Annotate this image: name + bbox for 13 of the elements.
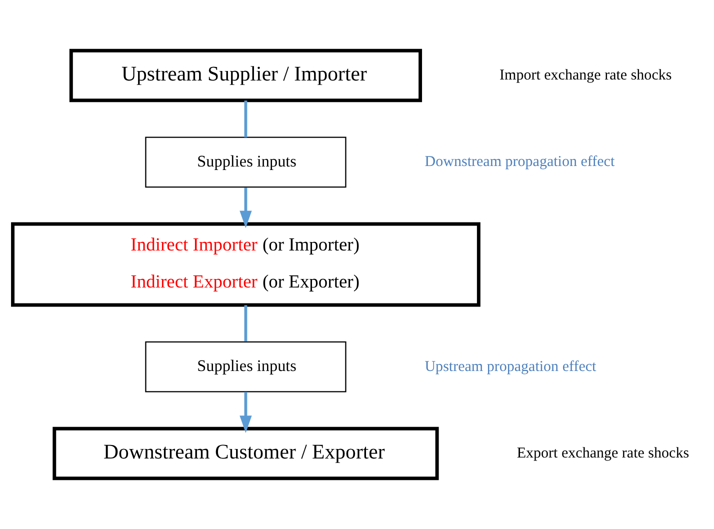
node-box: Supplies inputs xyxy=(145,341,346,392)
label: Export exchange rate shocks xyxy=(516,445,690,462)
label: Import exchange rate shocks xyxy=(500,67,672,84)
node-box: Upstream Supplier / Importer xyxy=(69,48,422,102)
label: Upstream propagation effect xyxy=(424,358,596,375)
arrow xyxy=(240,392,252,434)
node-box: Downstream Customer / Exporter xyxy=(52,426,439,480)
connector xyxy=(244,100,248,138)
label: Downstream propagation effect xyxy=(424,154,615,170)
arrow xyxy=(240,188,252,228)
node-box: Supplies inputs xyxy=(145,136,346,188)
connector xyxy=(244,305,248,342)
node-box: Indirect Importer (or Importer) Indirect Exporter (or Exporter) xyxy=(11,222,480,307)
